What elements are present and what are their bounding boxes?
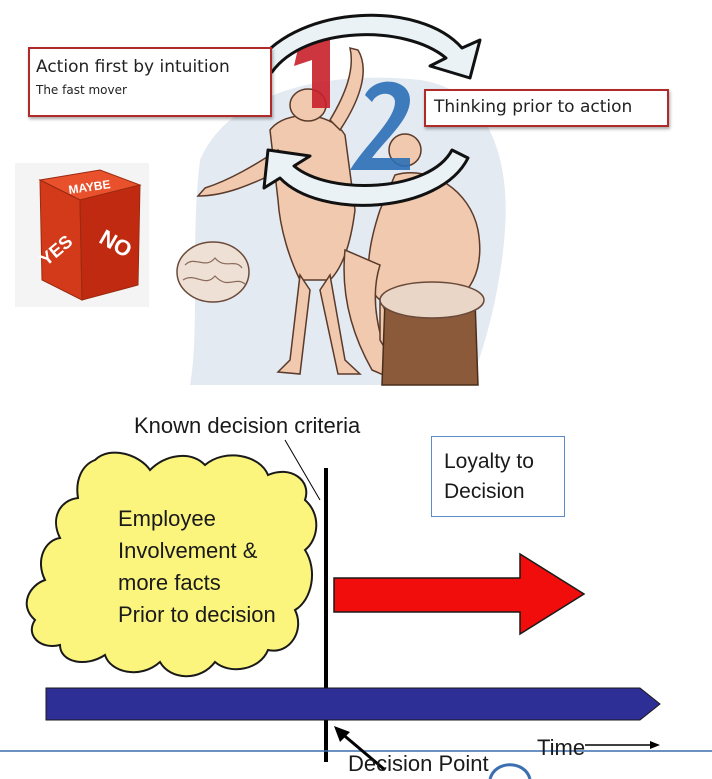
thinking-prior-label: Thinking prior to action	[434, 97, 633, 117]
cloud-line: Employee	[118, 506, 216, 531]
number-one-shape	[294, 40, 330, 108]
dice-top-label: MAYBE	[68, 177, 112, 197]
decision-point-label: Decision Point	[348, 751, 489, 776]
loyalty-line-1: Loyalty to	[444, 450, 534, 473]
cloud-line: Prior to decision	[118, 602, 276, 627]
decision-point-arrowhead	[334, 726, 350, 742]
action-first-box: Action first by intuition The fast mover	[28, 47, 272, 117]
cloud-line: Involvement &	[118, 538, 258, 563]
action-first-title: Action first by intuition	[36, 57, 230, 77]
thinking-prior-box: Thinking prior to action	[424, 89, 669, 127]
time-arrowhead	[650, 741, 660, 749]
cloud-line: more facts	[118, 570, 221, 595]
employee-involvement-cloud	[25, 451, 318, 678]
criteria-pointer	[284, 439, 321, 501]
loyalty-line-2: Decision	[444, 480, 525, 503]
time-label: Time	[537, 735, 586, 760]
number-two-shape	[350, 81, 410, 170]
timeline-bar	[45, 687, 661, 721]
cloud-text: Employee Involvement & more facts Prior …	[118, 503, 298, 631]
action-first-subtitle: The fast mover	[36, 83, 127, 97]
logo-fragment-icon	[488, 763, 532, 779]
decision-point-pointer	[339, 730, 386, 772]
cycle-arrows-icon	[256, 13, 482, 207]
loyalty-to-decision-box: Loyalty to Decision	[431, 436, 565, 517]
known-criteria-label: Known decision criteria	[134, 413, 361, 438]
brain-on-stump	[379, 281, 485, 319]
loyalty-arrow	[333, 552, 586, 636]
timeline-canvas	[0, 439, 712, 779]
flying-brain	[176, 241, 250, 303]
dice-icon: MAYBE YES NO	[15, 163, 149, 307]
illustration-canvas: MAYBE YES NO	[15, 13, 506, 386]
